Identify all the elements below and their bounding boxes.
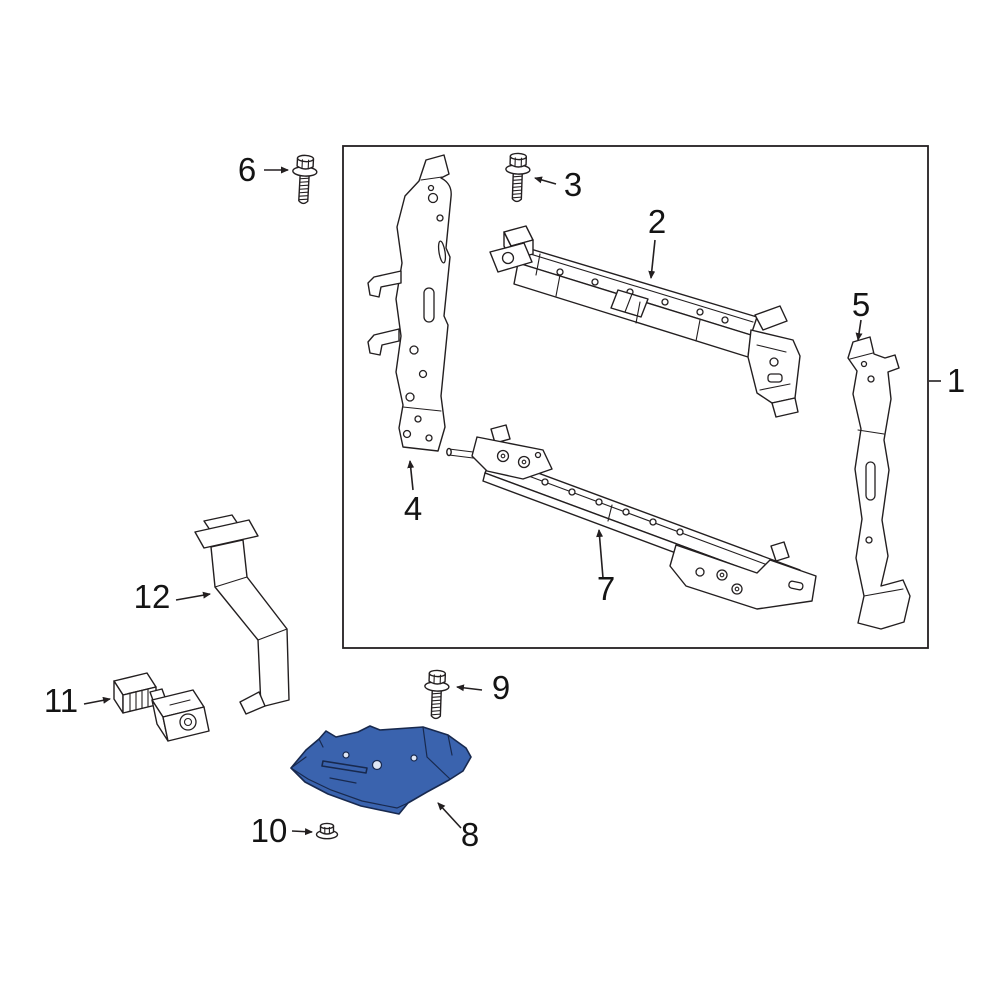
nut-icon bbox=[315, 822, 339, 840]
part-12-leader bbox=[175, 591, 211, 601]
part-7-leader bbox=[596, 529, 604, 579]
part-8-details bbox=[290, 726, 453, 809]
part-9-bolt[interactable]: 9 bbox=[423, 669, 510, 720]
part-2-right-end bbox=[747, 305, 801, 418]
part-2-holes bbox=[555, 268, 729, 342]
assembly-box bbox=[342, 145, 929, 649]
part-4-leader bbox=[407, 460, 415, 491]
part-3-leader bbox=[534, 176, 557, 185]
bolt-icon bbox=[504, 152, 532, 203]
part-5-leader bbox=[855, 319, 863, 341]
part-11-body[interactable] bbox=[151, 689, 210, 742]
part-6-callout[interactable]: 6 bbox=[238, 151, 256, 188]
assembly-frame-part-1: 1 bbox=[342, 145, 965, 649]
part-10-nut[interactable]: 10 bbox=[251, 812, 339, 849]
part-9-leader bbox=[456, 684, 483, 692]
part-10-leader bbox=[291, 828, 313, 836]
part-2-leader bbox=[648, 239, 656, 279]
part-6-bolt[interactable]: 6 bbox=[238, 151, 319, 205]
part-10-callout[interactable]: 10 bbox=[251, 812, 288, 849]
part-7-callout[interactable]: 7 bbox=[597, 570, 615, 607]
part-8-callout[interactable]: 8 bbox=[461, 816, 479, 853]
part-12-bracket[interactable]: 12 bbox=[134, 514, 290, 715]
part-5-side-bracket[interactable]: 5 bbox=[847, 286, 911, 630]
part-7-left-end bbox=[471, 424, 553, 480]
part-9-callout[interactable]: 9 bbox=[492, 669, 510, 706]
part-11-sensor[interactable]: 11 bbox=[44, 672, 210, 742]
bolt-icon bbox=[290, 154, 319, 205]
part-8-body[interactable] bbox=[290, 725, 472, 815]
part-5-holes bbox=[849, 352, 904, 597]
part-11-leader bbox=[83, 696, 111, 705]
part-5-callout[interactable]: 5 bbox=[852, 286, 870, 323]
part-12-foot bbox=[239, 691, 266, 715]
part-4-side-bracket[interactable]: 4 bbox=[367, 154, 452, 527]
part-7-holes bbox=[541, 478, 684, 536]
part-12-body[interactable] bbox=[210, 539, 290, 708]
part-8-leader bbox=[437, 802, 462, 829]
part-2-callout[interactable]: 2 bbox=[648, 203, 666, 240]
part-11-callout[interactable]: 11 bbox=[44, 682, 78, 719]
part-5-body[interactable] bbox=[847, 336, 911, 630]
part-3-callout[interactable]: 3 bbox=[564, 166, 582, 203]
part-12-cap-brim bbox=[194, 519, 259, 549]
part-3-bolt[interactable]: 3 bbox=[504, 152, 582, 203]
part-2-left-end bbox=[489, 225, 541, 276]
part-4-callout[interactable]: 4 bbox=[404, 490, 422, 527]
part-4-tab-upper bbox=[367, 270, 402, 298]
part-7-lower-crossmember[interactable]: 7 bbox=[446, 424, 817, 610]
part-2-upper-crossmember[interactable]: 2 bbox=[489, 203, 801, 418]
bolt-icon bbox=[423, 669, 451, 720]
part-12-callout[interactable]: 12 bbox=[134, 578, 171, 615]
part-8-splash-shield-highlighted[interactable]: 8 bbox=[290, 725, 479, 853]
part-1-callout[interactable]: 1 bbox=[947, 362, 965, 399]
part-4-holes bbox=[402, 176, 447, 442]
part-7-right-end bbox=[669, 541, 817, 610]
part-4-tab-lower bbox=[367, 328, 400, 356]
